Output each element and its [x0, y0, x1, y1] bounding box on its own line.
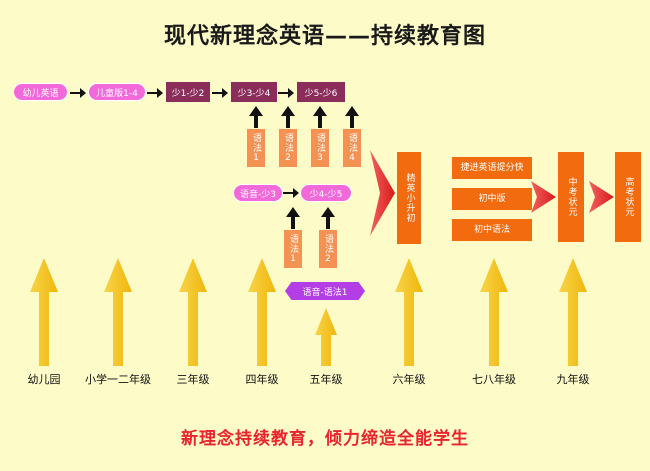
grammar-box: 语法1: [284, 230, 302, 268]
grammar-box: 语法4: [343, 129, 361, 167]
gaokao-box: 高考状元: [615, 152, 641, 242]
step-4-5-pill: 少4-少5: [300, 184, 352, 202]
step-5-6-box: 少5-少6: [297, 82, 345, 102]
grade-label: 小学一二年级: [85, 373, 151, 386]
grade-label: 幼儿园: [27, 373, 61, 386]
flow-arrow-icon: [283, 188, 299, 198]
grade-label: 六年级: [392, 373, 426, 386]
grade-label: 九年级: [556, 373, 590, 386]
grammar-box: 语法2: [319, 230, 337, 268]
yellow-up-arrow-icon: [30, 258, 587, 366]
big-red-arrow-icon: [589, 181, 614, 213]
fast-track-box: 捷进英语提分快: [452, 157, 532, 179]
phonics-grammar-hexagon: 语音-语法1: [285, 282, 365, 300]
junior-grammar-box: 初中语法: [452, 219, 532, 241]
flow-arrow-icon: [212, 88, 228, 98]
grade-label: 四年级: [245, 373, 279, 386]
flow-arrow-icon: [70, 88, 86, 98]
elite-junior-box: 精英小升初: [397, 152, 421, 244]
step-3-4-box: 少3-少4: [231, 82, 277, 102]
zhongkao-box: 中考状元: [558, 152, 584, 242]
grade-label: 三年级: [176, 373, 210, 386]
big-red-arrow-icon: [531, 181, 556, 213]
grade-label: 五年级: [309, 373, 343, 386]
phonics-3-pill: 语音-少3: [233, 184, 283, 202]
grade-label: 七八年级: [472, 373, 516, 386]
grammar-box: 语法1: [247, 129, 265, 167]
diagram-title: 现代新理念英语——持续教育图: [163, 24, 486, 49]
grammar-box: 语法3: [311, 129, 329, 167]
kids-english-pill: 幼儿英语: [13, 83, 68, 101]
slogan-text: 新理念持续教育，倾力缔造全能学生: [181, 429, 469, 449]
flow-arrow-icon: [278, 88, 294, 98]
children-1-4-pill: 儿童版1-4: [88, 83, 146, 101]
flow-arrow-icon: [147, 88, 163, 98]
grammar-box: 语法2: [279, 129, 297, 167]
big-red-arrow-icon: [370, 150, 395, 236]
step-1-2-box: 少1-少2: [166, 82, 210, 102]
up-arrow-icon: [249, 106, 359, 229]
junior-edition-box: 初中版: [452, 188, 532, 210]
